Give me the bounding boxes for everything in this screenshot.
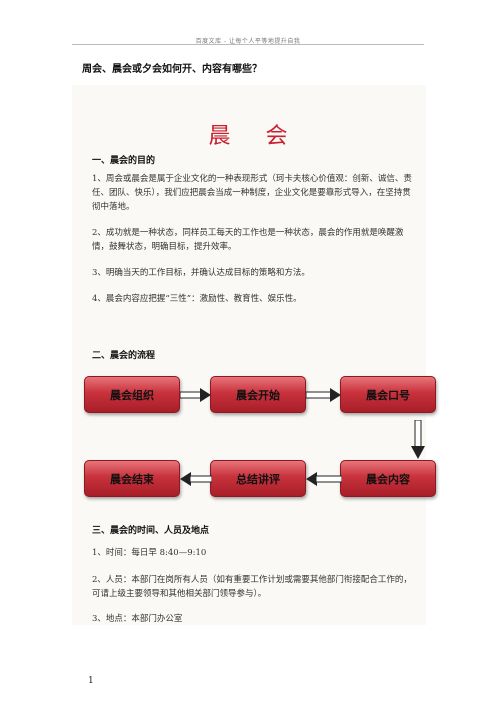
content-panel <box>72 85 426 625</box>
arrow-right-icon <box>306 388 341 402</box>
section-heading-purpose: 一、晨会的目的 <box>92 156 156 166</box>
arrow-left-icon <box>180 472 212 486</box>
people-paragraph: 2、人员：本部门在岗所有人员（如有重要工作计划或需要其他部门衔接配合工作的，可请… <box>92 575 412 599</box>
section-heading-process: 二、晨会的流程 <box>92 351 156 361</box>
page-number: 1 <box>88 676 94 686</box>
purpose-paragraph-2: 2、成功就是一种状态，同样员工每天的工作也是一种状态，晨会的作用就是唤醒激情，鼓… <box>92 228 404 252</box>
flow-step-review: 总结讲评 <box>210 460 306 497</box>
purpose-paragraph-1: 1、周会或晨会是属于企业文化的一种表现形式（珂卡夫核心价值观：创新、诚信、责任、… <box>92 174 412 212</box>
arrow-right-icon <box>180 388 211 402</box>
purpose-paragraph-4: 4、晨会内容应把握“三性”：激励性、教育性、娱乐性。 <box>92 294 302 304</box>
page-header: 百度文库 - 让每个人平等地提升自我 <box>72 0 424 45</box>
section-heading-time-people-place: 三、晨会的时间、人员及地点 <box>92 526 210 536</box>
place-paragraph: 3、地点：本部门办公室 <box>92 614 183 624</box>
flow-step-slogan: 晨会口号 <box>340 376 436 413</box>
doc-question: 周会、晨会或夕会如何开、内容有哪些？ <box>82 64 262 75</box>
doc-title: 晨 会 <box>208 124 302 149</box>
arrow-down-icon <box>411 420 425 459</box>
flow-step-end: 晨会结束 <box>84 460 180 497</box>
flow-step-content: 晨会内容 <box>340 460 436 497</box>
time-paragraph: 1、时间：每日早 8:40—9:10 <box>92 548 207 558</box>
purpose-paragraph-3: 3、明确当天的工作目标，并确认达成目标的策略和方法。 <box>92 268 310 278</box>
arrow-left-icon <box>306 472 342 486</box>
header-text: 百度文库 - 让每个人平等地提升自我 <box>195 38 301 45</box>
flow-step-organize: 晨会组织 <box>84 376 180 413</box>
flow-step-start: 晨会开始 <box>210 376 306 413</box>
